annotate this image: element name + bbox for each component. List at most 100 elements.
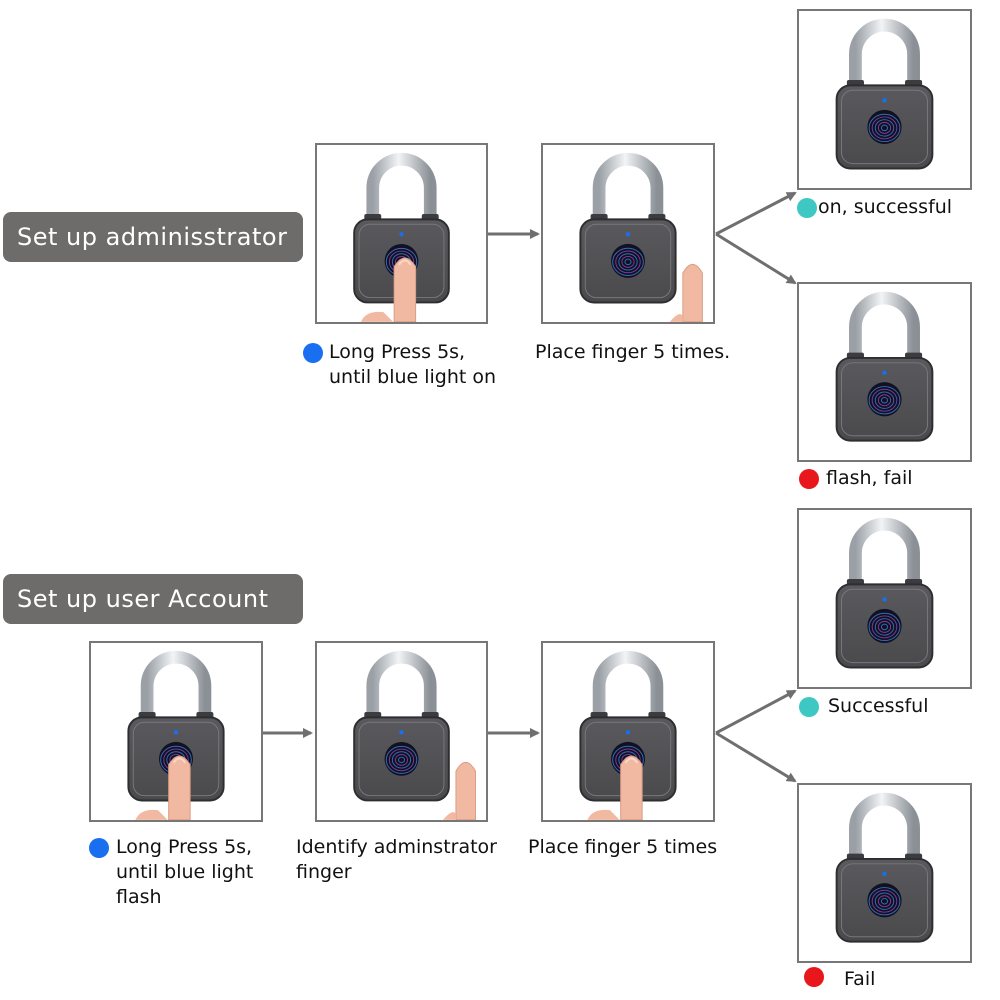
caption-line: Identify adminstrator xyxy=(296,836,497,858)
finger-icon xyxy=(393,257,417,322)
fingerprint-ridge xyxy=(868,113,901,143)
fingerprint-ridge xyxy=(874,618,895,636)
user-setup-label: Set up user Account xyxy=(3,574,303,624)
fingerprint-ridge xyxy=(880,397,889,404)
admin-setup-label: Set up adminisstrator xyxy=(3,212,303,262)
blue-light-icon xyxy=(89,838,109,858)
caption-line: finger xyxy=(296,861,352,883)
fingerprint-ridge xyxy=(871,388,898,412)
led xyxy=(882,370,887,375)
fingerprint-ridge xyxy=(877,895,892,908)
lock-bevel xyxy=(584,223,672,299)
blue-light-icon xyxy=(303,343,323,363)
admin-step2-image xyxy=(541,143,715,324)
led xyxy=(882,597,887,602)
padlock-fingerprint-icon xyxy=(835,291,934,442)
fingerprint-ridge xyxy=(874,119,895,137)
user-step3-image xyxy=(541,641,715,822)
led xyxy=(625,232,631,237)
fingerprint-ridge xyxy=(621,255,635,268)
hand xyxy=(442,812,456,820)
fingerprint-ridge xyxy=(871,889,898,913)
caption-line: Long Press 5s, xyxy=(329,341,466,363)
shackle xyxy=(592,650,664,721)
led xyxy=(882,98,887,103)
fingerprint-ridge xyxy=(868,612,901,642)
admin-fail-caption: flash, fail xyxy=(826,467,913,489)
padlock-fingerprint-icon xyxy=(835,18,934,170)
fingernail xyxy=(172,757,187,764)
fingerprint-ridge xyxy=(391,751,412,769)
user-fail-caption: Fail xyxy=(844,968,876,990)
caption-line: flash xyxy=(116,886,162,908)
finger-icon xyxy=(168,755,191,820)
user-success-image xyxy=(797,508,972,689)
arrow-right-icon xyxy=(715,689,797,735)
fingerprint-ridge xyxy=(385,745,418,774)
led xyxy=(399,232,404,237)
fingerprint-ridge xyxy=(868,887,901,916)
user-step1-caption: Long Press 5s, until blue light flash xyxy=(116,835,253,910)
led xyxy=(882,871,887,876)
fingerprint-ridge xyxy=(871,615,898,639)
hand xyxy=(360,311,394,322)
arrow-right-icon xyxy=(715,731,797,783)
padlock-fingerprint-icon xyxy=(579,650,677,820)
user-success-caption: Successful xyxy=(828,695,929,717)
fingernail xyxy=(624,757,639,764)
fingerprint-ridge xyxy=(880,124,889,132)
fingerprint-ridge xyxy=(618,253,638,271)
fingerprint-ridge xyxy=(877,121,892,134)
padlock-fingerprint-icon xyxy=(835,517,934,669)
shackle xyxy=(849,291,920,362)
admin-fail-image xyxy=(797,282,972,462)
admin-step1-image xyxy=(315,143,488,324)
fingerprint-ridge xyxy=(877,394,892,407)
shackle xyxy=(140,650,212,721)
shackle xyxy=(592,152,664,223)
lock-bevel xyxy=(841,362,928,437)
cyan-light-icon xyxy=(799,697,819,717)
admin-success-image xyxy=(797,9,972,190)
fingerprint-ridge xyxy=(880,623,889,631)
shackle xyxy=(366,650,437,721)
padlock-fingerprint-icon xyxy=(353,650,476,820)
user-step3-caption: Place finger 5 times xyxy=(528,835,717,860)
hand xyxy=(669,314,683,322)
finger-icon xyxy=(620,755,643,820)
admin-step2-caption: Place finger 5 times. xyxy=(535,340,730,365)
shackle xyxy=(366,152,437,223)
cyan-light-icon xyxy=(797,198,817,218)
caption-line: Place finger 5 times. xyxy=(535,341,731,363)
fingerprint-ridge xyxy=(615,250,641,274)
fingerprint-ridge xyxy=(612,247,644,276)
lock-bevel xyxy=(841,89,928,165)
lock-bevel xyxy=(841,588,928,664)
fingerprint-ridge xyxy=(388,748,415,772)
fingerprint-ridge xyxy=(877,620,892,633)
shackle xyxy=(849,792,920,863)
red-light-icon xyxy=(799,469,819,489)
padlock-fingerprint-icon xyxy=(579,152,703,322)
user-step2-caption: Identify adminstrator finger xyxy=(296,835,497,885)
arrow-right-icon xyxy=(715,191,797,236)
lock-bevel xyxy=(358,721,445,797)
fingerprint-ridge xyxy=(874,391,895,409)
shackle xyxy=(849,517,920,588)
fingerprint-ridge xyxy=(397,756,406,764)
finger-icon xyxy=(682,263,703,322)
admin-success-caption: on, successful xyxy=(818,196,953,218)
red-light-icon xyxy=(804,967,824,987)
fingerprint-ridge xyxy=(624,258,632,266)
lock-bevel xyxy=(841,863,928,938)
user-fail-image xyxy=(797,783,972,963)
led xyxy=(625,730,631,735)
arrow-right-icon xyxy=(715,232,797,285)
caption-line: until blue light on xyxy=(329,366,497,388)
caption-line: Place finger 5 times xyxy=(528,836,718,858)
fingerprint-ridge xyxy=(874,892,895,910)
fingerprint-ridge xyxy=(871,116,898,140)
padlock-fingerprint-icon xyxy=(353,152,450,322)
padlock-fingerprint-icon xyxy=(835,792,934,943)
led xyxy=(399,730,404,735)
